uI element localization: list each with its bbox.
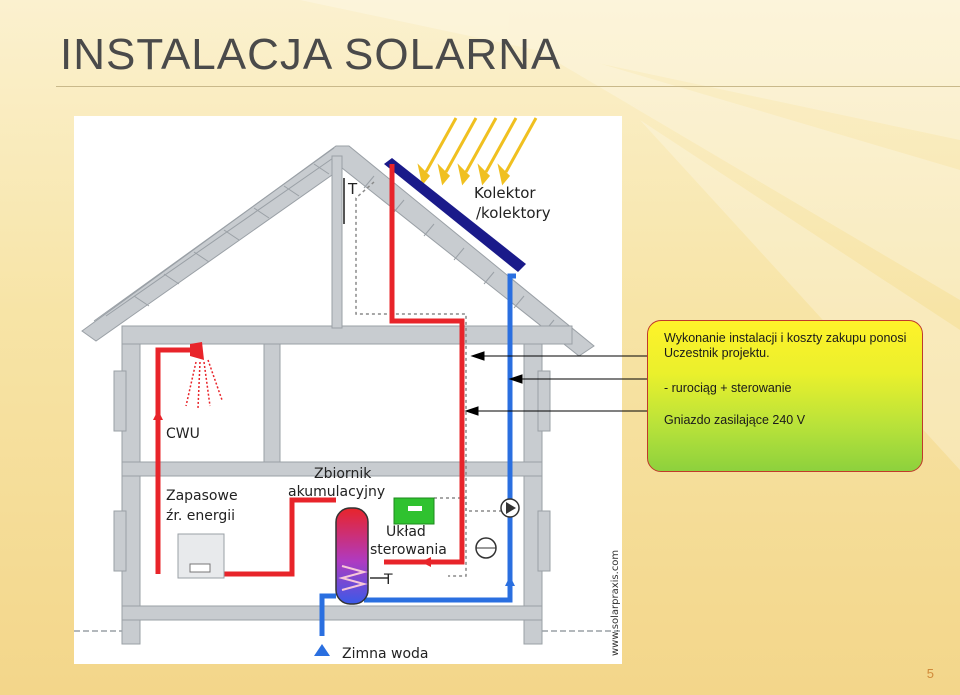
callout-pipe-note: - rurociąg + sterowanie bbox=[664, 381, 792, 395]
top-sensor-label: T bbox=[347, 180, 358, 198]
collector-label-2: /kolektory bbox=[476, 204, 551, 222]
slide-title: INSTALACJA SOLARNA bbox=[60, 30, 562, 79]
title-divider bbox=[56, 86, 960, 87]
solar-installation-diagram: T Kolektor /kolektory CWU Zbiornik akumu… bbox=[74, 116, 622, 664]
bottom-sensor-label: T bbox=[383, 572, 393, 588]
shower-head-icon bbox=[184, 342, 223, 409]
page-number: 5 bbox=[926, 666, 934, 681]
cold-water-label: Zimna woda bbox=[342, 646, 429, 662]
control-label-1: Układ bbox=[386, 524, 426, 540]
hot-water-pipe bbox=[155, 164, 465, 577]
control-label-2: sterowania bbox=[370, 542, 447, 558]
tank-heat-exchanger bbox=[338, 565, 368, 591]
tank-label-1: Zbiornik bbox=[314, 466, 372, 482]
cold-water-pipe bbox=[319, 273, 516, 636]
cwu-label: CWU bbox=[166, 426, 200, 442]
hot-up-arrow bbox=[153, 410, 163, 420]
storage-tank bbox=[335, 507, 369, 605]
cold-flow-arrow bbox=[505, 576, 515, 586]
watermark: www.solarpraxis.com bbox=[610, 550, 621, 656]
pump-arrow-icon bbox=[506, 502, 516, 514]
sun-rays bbox=[417, 117, 538, 186]
tank-label-2: akumulacyjny bbox=[288, 484, 385, 500]
collector-label-1: Kolektor bbox=[474, 184, 536, 202]
control-unit-display bbox=[408, 506, 422, 511]
backup-label-2: źr. energii bbox=[166, 508, 235, 524]
callout-socket-note: Gniazdo zasilające 240 V bbox=[664, 413, 806, 427]
callout-cost-note: Wykonanie instalacji i koszty zakupu pon… bbox=[664, 331, 907, 360]
hot-flow-arrow bbox=[421, 557, 431, 567]
backup-heater-panel bbox=[189, 563, 211, 573]
info-callout: Wykonanie instalacji i koszty zakupu pon… bbox=[647, 320, 923, 472]
solar-collector-panel bbox=[384, 158, 526, 272]
control-wire bbox=[434, 497, 504, 512]
backup-label-1: Zapasowe bbox=[166, 488, 238, 504]
cold-inlet-arrow bbox=[314, 644, 330, 656]
sensor-wire bbox=[355, 181, 467, 577]
